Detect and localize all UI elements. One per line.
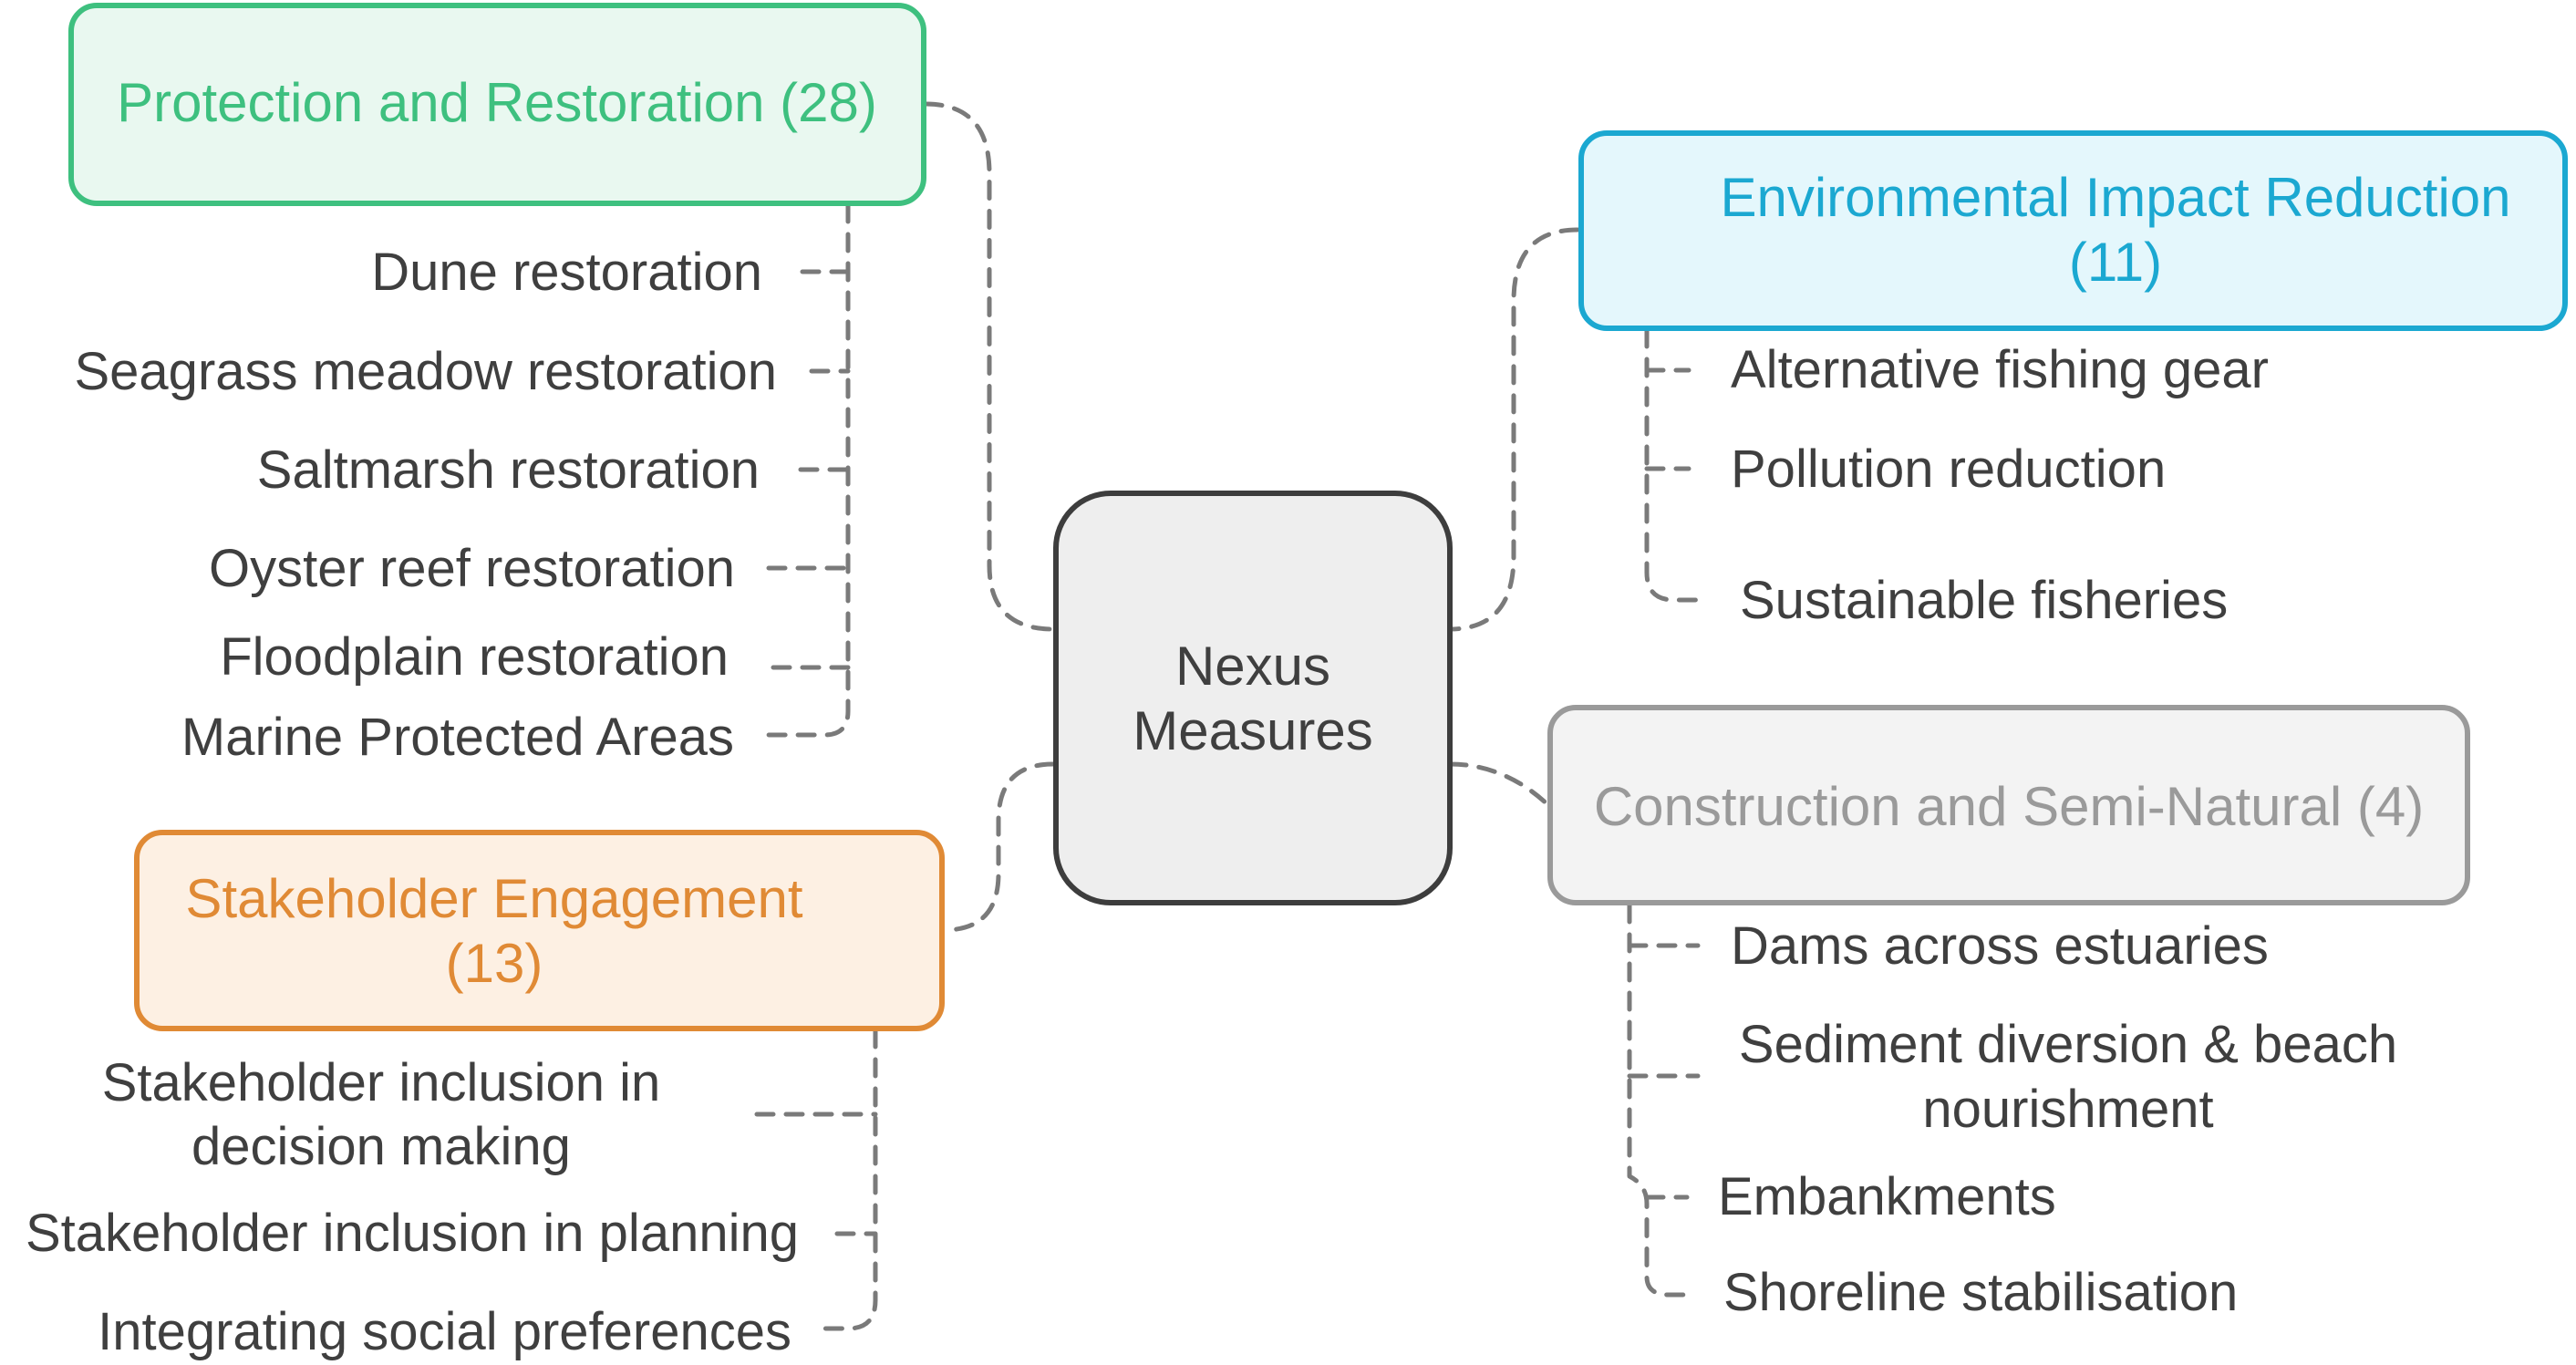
stakeholder-title-line2: (13)	[446, 933, 543, 994]
category-environmental-impact-reduction[interactable]: Environmental Impact Reduction (11)	[1578, 130, 2568, 331]
category-construction-semi-natural[interactable]: Construction and Semi-Natural (4)	[1547, 705, 2470, 905]
item-sediment-diversion-line1: Sediment diversion & beach	[1739, 1015, 2397, 1074]
item-embankments: Embankments	[1718, 1167, 2056, 1226]
connectors	[754, 101, 1701, 1331]
stakeholder-items: Stakeholder inclusion in decision making…	[26, 1053, 799, 1361]
item-inclusion-in-planning: Stakeholder inclusion in planning	[26, 1204, 799, 1263]
protection-items: Dune restoration Seagrass meadow restora…	[74, 243, 777, 767]
center-title-line2: Measures	[1133, 700, 1372, 761]
item-saltmarsh-restoration: Saltmarsh restoration	[257, 440, 760, 500]
environmental-title-line1: Environmental Impact Reduction	[1720, 167, 2510, 228]
item-alternative-fishing-gear: Alternative fishing gear	[1731, 340, 2269, 399]
connector-environmental-trunk	[1644, 327, 1701, 603]
connector-center-protection	[923, 101, 1056, 632]
item-shoreline-stabilisation: Shoreline stabilisation	[1723, 1263, 2238, 1322]
item-dune-restoration: Dune restoration	[371, 243, 762, 302]
item-oyster-reef-restoration: Oyster reef restoration	[209, 539, 735, 598]
center-node[interactable]: Nexus Measures	[1053, 491, 1453, 905]
category-stakeholder-engagement[interactable]: Stakeholder Engagement (13)	[134, 830, 945, 1031]
item-floodplain-restoration: Floodplain restoration	[220, 627, 729, 687]
connector-protection-trunk	[761, 202, 851, 738]
item-decision-making-line1: Stakeholder inclusion in	[102, 1053, 661, 1112]
category-protection-restoration[interactable]: Protection and Restoration (28)	[68, 3, 926, 206]
item-marine-protected-areas: Marine Protected Areas	[181, 708, 734, 767]
environmental-items: Alternative fishing gear Pollution reduc…	[1731, 340, 2269, 630]
item-pollution-reduction: Pollution reduction	[1731, 439, 2166, 499]
protection-restoration-title: Protection and Restoration (28)	[117, 72, 877, 133]
connector-construction-trunk	[1627, 903, 1697, 1298]
environmental-title-line2: (11)	[2069, 232, 2162, 293]
connector-stakeholder-trunk	[818, 1028, 878, 1331]
item-decision-making-line2: decision making	[191, 1117, 571, 1176]
construction-title: Construction and Semi-Natural (4)	[1594, 776, 2424, 837]
center-title-line1: Nexus	[1175, 636, 1330, 697]
stakeholder-title-line1: Stakeholder Engagement	[185, 868, 802, 929]
item-seagrass-meadow-restoration: Seagrass meadow restoration	[74, 342, 777, 401]
item-sediment-diversion-line2: nourishment	[1922, 1080, 2213, 1139]
item-dams-across-estuaries: Dams across estuaries	[1731, 916, 2269, 976]
construction-items: Dams across estuaries Sediment diversion…	[1718, 916, 2397, 1322]
item-social-preferences: Integrating social preferences	[98, 1302, 791, 1361]
connector-center-environmental	[1447, 227, 1580, 632]
item-sustainable-fisheries: Sustainable fisheries	[1740, 571, 2228, 630]
connector-center-construction	[1447, 761, 1551, 808]
connector-center-stakeholder	[941, 761, 1056, 933]
